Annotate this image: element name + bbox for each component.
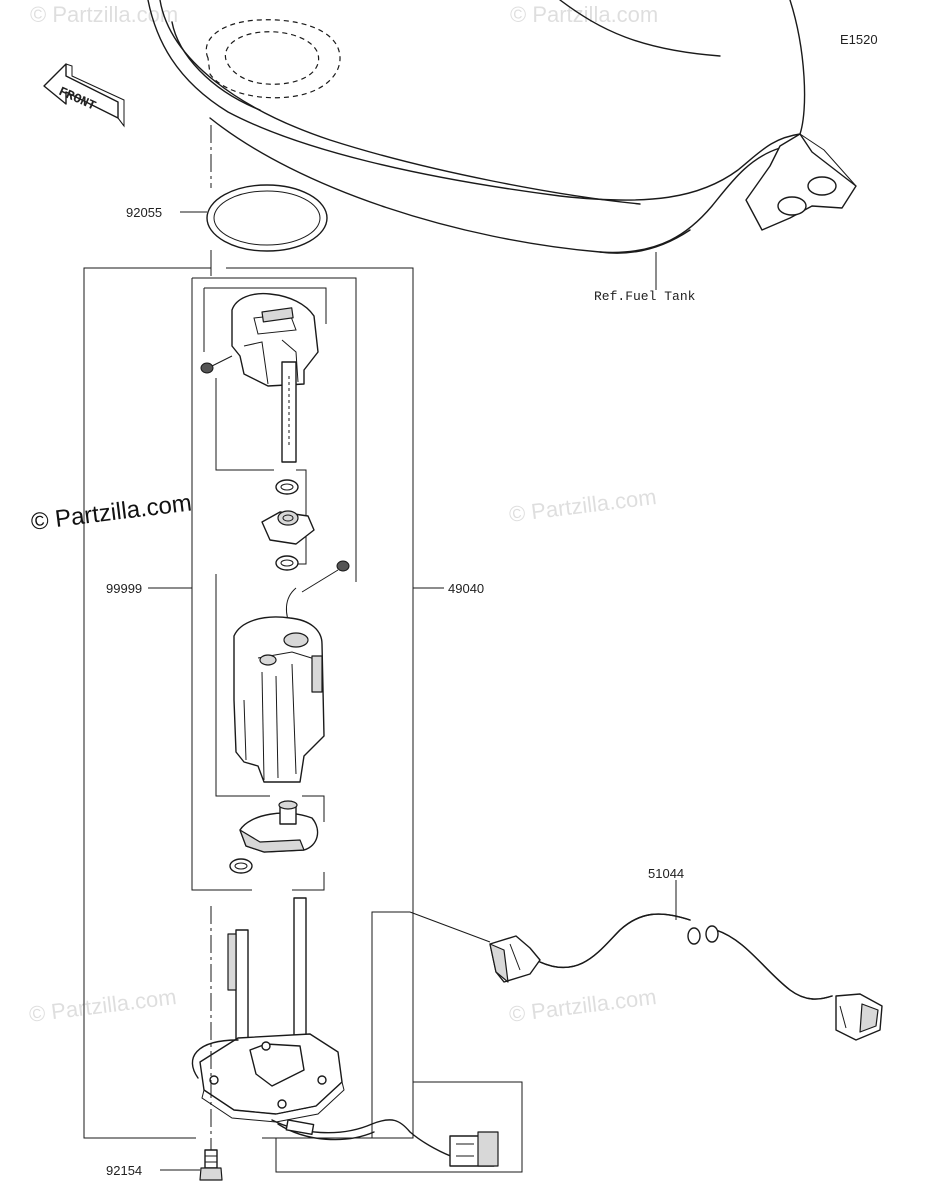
pump-flange-assembly: [191, 897, 457, 1159]
watermark-4: © Partzilla.com: [28, 984, 178, 1027]
fuel-tank-outline: Ref.Fuel Tank: [147, 0, 857, 304]
pump-harness-connector: [449, 1131, 499, 1167]
part-label-49040[interactable]: 49040: [448, 581, 484, 596]
part-label-99999[interactable]: 99999: [106, 581, 142, 596]
part-92154-bolt[interactable]: [199, 1149, 223, 1181]
small-o-ring-1: [275, 479, 299, 495]
small-o-ring-3: [229, 858, 253, 874]
part-92055-o-ring[interactable]: [206, 184, 328, 252]
watermark-main: © Partzilla.com: [29, 489, 193, 536]
joint-connector: [261, 510, 315, 545]
pressure-regulator: [231, 292, 319, 463]
screw-2: [301, 560, 350, 593]
pump-filter-base: [239, 800, 319, 853]
front-arrow-icon: FRONT: [43, 63, 125, 128]
ref-fuel-tank-label: Ref.Fuel Tank: [594, 289, 696, 304]
watermark-2: © Partzilla.com: [510, 2, 658, 27]
watermark-1: © Partzilla.com: [30, 2, 178, 27]
watermark-3: © Partzilla.com: [508, 484, 658, 527]
part-label-51044[interactable]: 51044: [648, 866, 684, 881]
part-51044-fuel-hose[interactable]: [489, 913, 883, 1041]
part-label-92154[interactable]: 92154: [106, 1163, 142, 1178]
screw-1: [200, 355, 233, 374]
part-label-92055[interactable]: 92055: [126, 205, 162, 220]
watermark-5: © Partzilla.com: [508, 984, 658, 1027]
fuel-pump-body: [233, 587, 325, 783]
small-o-ring-2: [275, 555, 299, 571]
diagram-code: E1520: [840, 32, 878, 47]
